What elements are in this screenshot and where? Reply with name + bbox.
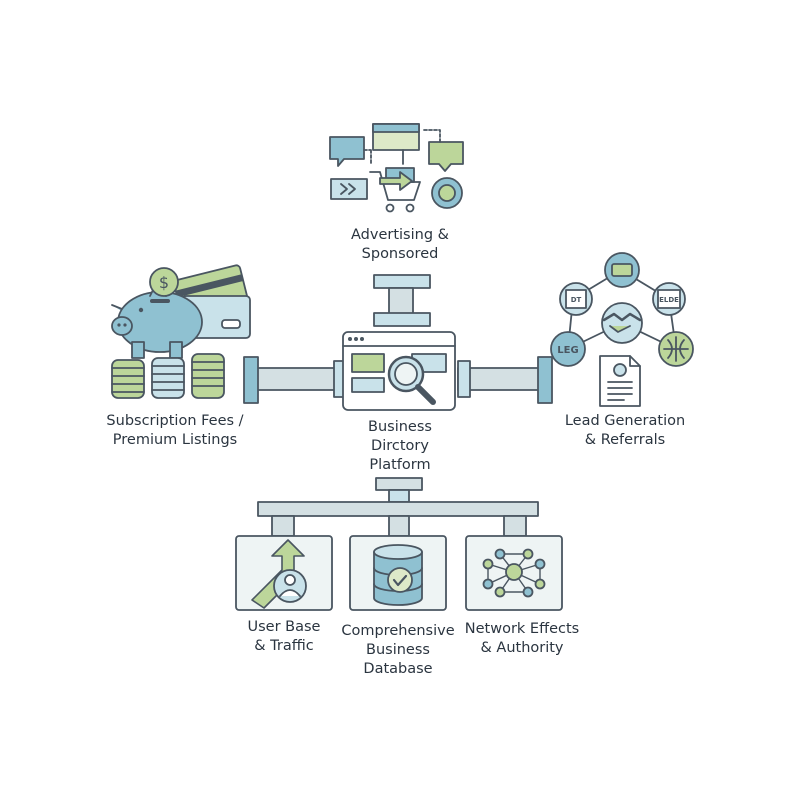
database-panel <box>349 535 447 611</box>
coin-stack-icon <box>111 353 225 399</box>
user-base-label-line-1: User Base <box>247 619 321 635</box>
connector-pipes <box>243 274 553 537</box>
network-panel <box>465 535 563 611</box>
lead-generation-icon-group <box>550 252 694 407</box>
database-label: Comprehensive Business Database <box>328 622 468 679</box>
platform-label-line-1: Business <box>368 419 432 435</box>
advertising-label-line-1: Advertising & <box>351 227 449 243</box>
database-label-line-1: Comprehensive <box>341 623 455 639</box>
magnifier-icon <box>387 355 436 405</box>
user-base-label: User Base & Traffic <box>214 618 354 656</box>
lead-generation-label-line-2: & Referrals <box>584 432 666 448</box>
subscription-label-line-1: Subscription Fees / <box>106 413 244 429</box>
subscription-label-line-2: Premium Listings <box>112 432 238 448</box>
document-icon <box>599 355 641 407</box>
piggy-bank-icon <box>111 283 203 359</box>
dollar-sign-text: $ <box>159 273 169 292</box>
database-icon <box>373 544 423 606</box>
dollar-coin-icon <box>149 267 179 297</box>
database-label-line-2: Business <box>366 642 430 658</box>
platform-window <box>342 331 456 411</box>
network-effects-label-line-1: Network Effects <box>464 621 580 637</box>
subscription-icon-group <box>111 264 251 399</box>
platform-label-line-3: Platform <box>369 457 431 473</box>
advertising-label-line-2: Sponsored <box>361 246 439 262</box>
subscription-label: Subscription Fees / Premium Listings <box>80 412 270 450</box>
advertising-label: Advertising & Sponsored <box>320 226 480 264</box>
badge-top-left-text: DT <box>571 296 582 304</box>
shopping-cart-icon <box>369 167 421 213</box>
advertising-icon-group <box>329 123 464 213</box>
database-label-line-3: Database <box>363 661 433 677</box>
network-effects-label: Network Effects & Authority <box>448 620 596 658</box>
platform-label-line-2: Dirctory <box>371 438 429 454</box>
network-icon <box>482 548 546 598</box>
badge-top-right-text: ELDE <box>659 296 679 304</box>
handshake-icon <box>601 302 643 344</box>
lead-generation-label-line-1: Lead Generation <box>564 413 686 429</box>
user-base-label-line-2: & Traffic <box>254 638 314 654</box>
lead-generation-label: Lead Generation & Referrals <box>545 412 705 450</box>
network-effects-label-line-2: & Authority <box>480 640 564 656</box>
platform-label: Business Dirctory Platform <box>330 418 470 475</box>
badge-left-text: LEG <box>557 345 578 356</box>
user-base-panel <box>235 535 333 611</box>
